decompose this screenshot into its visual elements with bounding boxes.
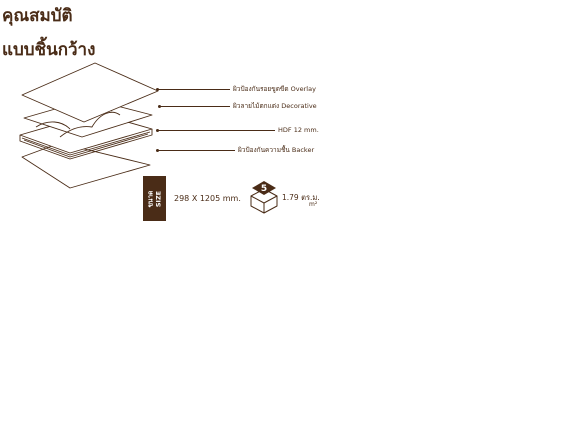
section-subtitle: แบบชิ้นกว้าง [2, 40, 96, 60]
layer-label-hdf: HDF 12 mm. [278, 126, 319, 134]
leader-line [158, 149, 235, 151]
box-icon: 5 [250, 181, 278, 214]
layer-label-decorative: ผิวลายไม้ตกแต่ง Decorative [233, 102, 317, 110]
leader-dot [156, 148, 159, 152]
leader-dot [156, 128, 159, 132]
area-unit: m² [309, 201, 318, 208]
size-badge-english: SIZE [153, 190, 162, 207]
leader-dot [156, 87, 159, 91]
pieces-per-box: 5 [261, 184, 267, 194]
layer-callout-overlay: ผิวป้องกันรอยขูดขีด Overlay [156, 84, 316, 94]
box-lid [252, 181, 276, 195]
plank-size-value: 298 X 1205 mm. [174, 194, 241, 203]
size-badge-thai: ขนาด [146, 190, 154, 207]
area-per-box: 1.79 ตร.ม. [282, 193, 320, 202]
layer-label-overlay: ผิวป้องกันรอยขูดขีด Overlay [233, 85, 316, 93]
layer-callout-backer: ผิวป้องกันความชื้น Backer [156, 145, 314, 155]
leader-dot [158, 104, 161, 108]
overlay-layer [21, 62, 159, 123]
layer-callout-decorative: ผิวลายไม้ตกแต่ง Decorative [158, 101, 317, 111]
leader-line [160, 105, 230, 107]
size-badge: ขนาด SIZE [143, 176, 166, 221]
leader-line [158, 88, 230, 90]
backer-layer [21, 142, 151, 189]
layer-callout-hdf: HDF 12 mm. [156, 126, 319, 134]
page-title: คุณสมบัติ [2, 6, 73, 26]
layer-label-backer: ผิวป้องกันความชื้น Backer [238, 146, 315, 154]
leader-line [158, 129, 275, 131]
laminate-layers-illustration [19, 62, 159, 189]
